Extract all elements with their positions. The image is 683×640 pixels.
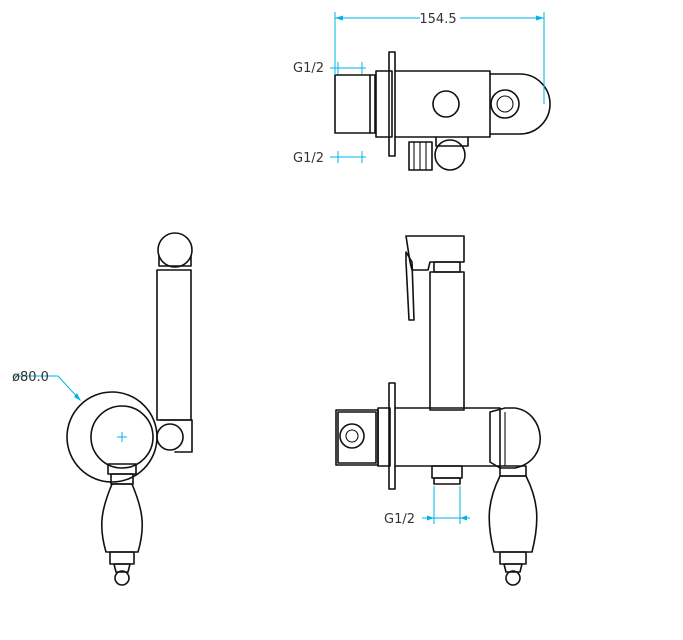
top-view-flange xyxy=(388,51,396,157)
front-view-tube xyxy=(156,269,192,421)
top-dimensions: 154.5 G1/2 G1/2 xyxy=(293,12,545,166)
front-view-body xyxy=(90,405,154,469)
side-view-elbow xyxy=(489,407,541,469)
side-view-flange xyxy=(388,382,396,490)
top-view xyxy=(334,51,551,171)
front-view-handle xyxy=(100,483,144,553)
inlet-top-label: G1/2 xyxy=(293,61,324,76)
side-view xyxy=(335,235,541,586)
outlet-front-label: G1/2 xyxy=(384,512,415,527)
overall-width-label: 154.5 xyxy=(419,12,456,27)
side-view-handle xyxy=(488,475,538,553)
side-view-body xyxy=(394,407,501,467)
side-view-spray-head xyxy=(405,235,465,271)
inlet-bottom-label: G1/2 xyxy=(293,151,324,166)
top-view-outlet xyxy=(408,141,433,171)
front-view xyxy=(66,232,193,586)
flange-diameter-label: ø80.0 xyxy=(12,370,49,385)
top-view-elbow xyxy=(489,73,551,135)
top-view-body xyxy=(394,70,491,138)
front-view-spray-head xyxy=(157,232,193,268)
outlet-dimension: G1/2 xyxy=(384,486,470,527)
front-view-flange xyxy=(66,391,158,483)
diameter-callout: ø80.0 xyxy=(12,370,81,401)
side-view-trigger xyxy=(405,251,415,321)
top-view-cap xyxy=(334,74,376,134)
side-view-tube xyxy=(429,271,465,411)
